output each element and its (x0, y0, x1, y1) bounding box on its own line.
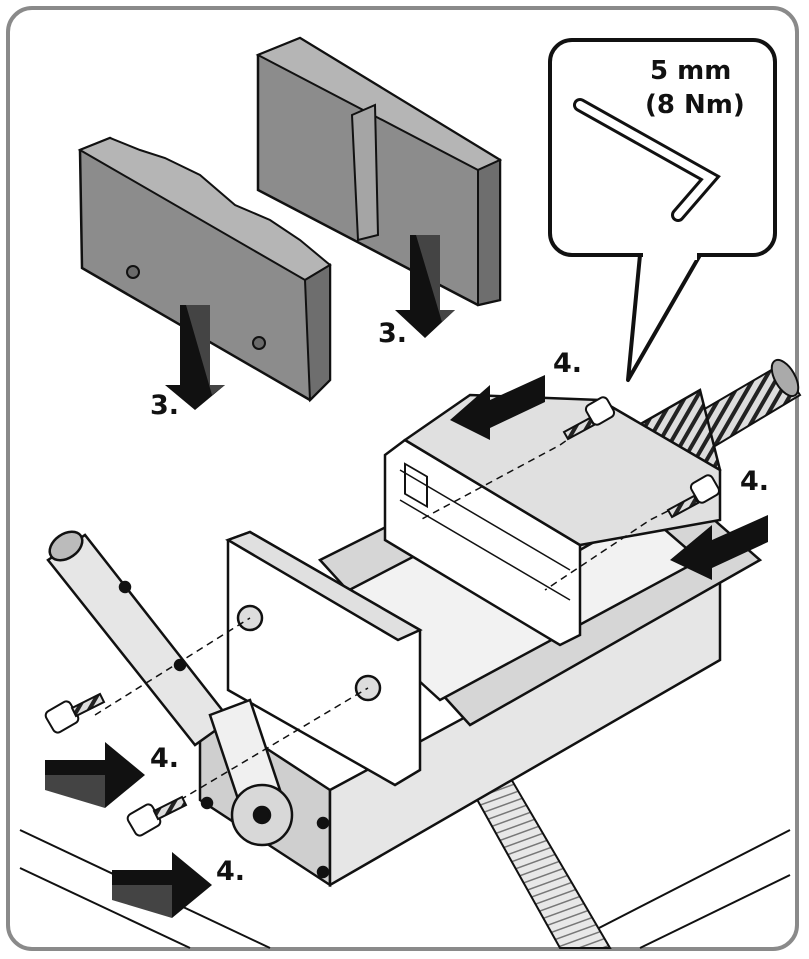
screw-rear-left (562, 396, 616, 441)
push-arrow-rear-right (670, 515, 768, 580)
push-arrow-rear-left (450, 375, 545, 440)
screw-front-left (44, 692, 106, 734)
screw-front-right (126, 795, 188, 837)
push-arrow-front-left (45, 742, 145, 808)
tool-callout (548, 38, 777, 382)
down-arrow-right (395, 235, 455, 338)
jaw-plate-left (77, 136, 332, 403)
fixed-jaw (225, 530, 423, 787)
step-label-front-right: 4. (216, 856, 246, 887)
tool-size-label: 5 mm (650, 56, 732, 86)
step-label-front-left: 4. (150, 743, 180, 774)
step-label-jaw-left: 3. (150, 390, 180, 421)
screw-rear-right (666, 474, 721, 519)
step-label-rear-left: 4. (553, 348, 583, 379)
down-arrow-left (165, 305, 225, 410)
step-label-jaw-right: 3. (378, 318, 408, 349)
push-arrow-front-right (112, 852, 212, 918)
torque-label: (8 Nm) (645, 90, 745, 120)
step-label-rear-right: 4. (740, 466, 770, 497)
